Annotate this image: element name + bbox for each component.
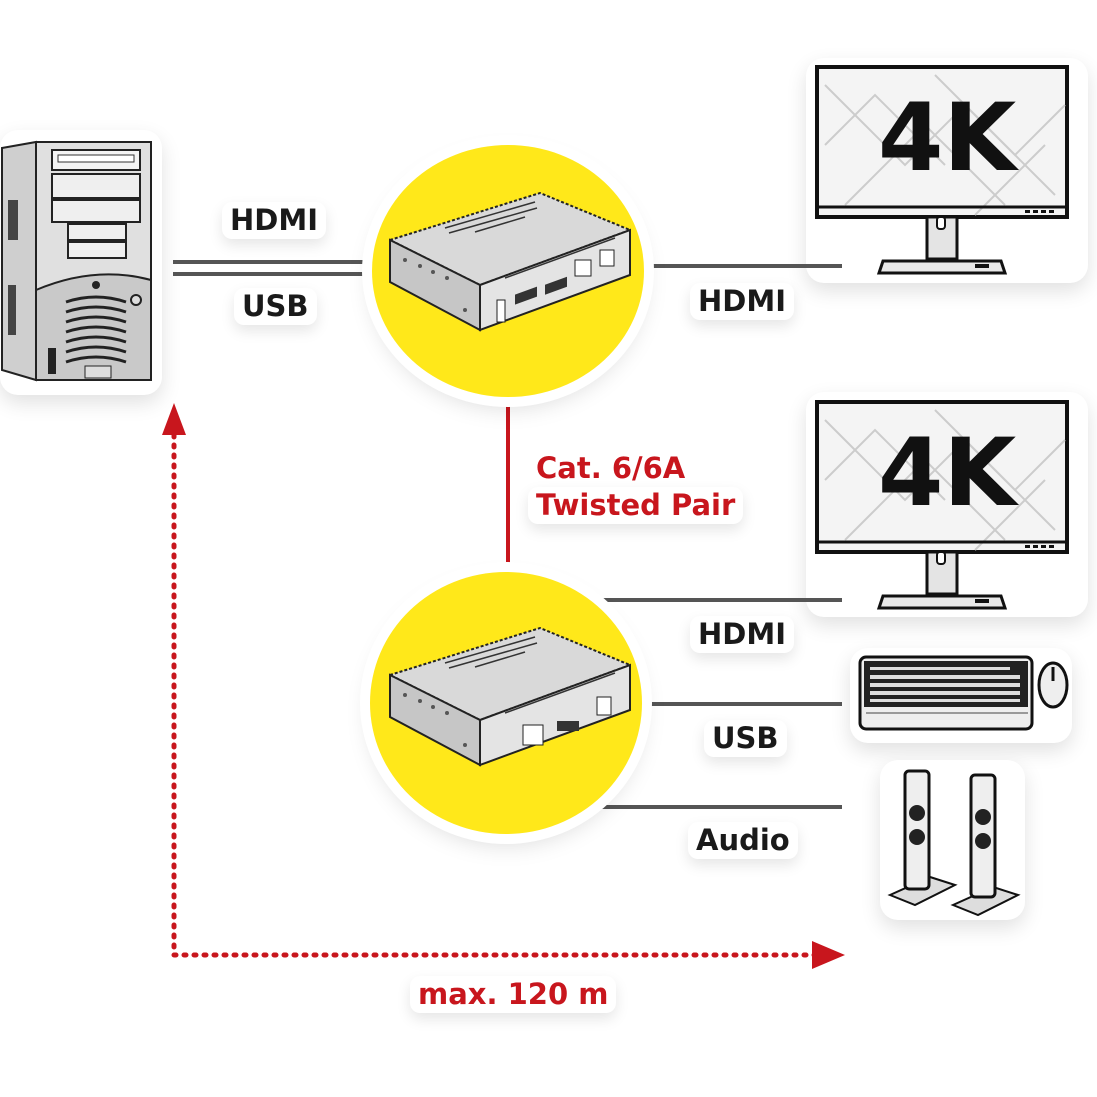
cable-rx-speakers bbox=[592, 805, 842, 809]
monitor-local-screen-text: 4K bbox=[878, 84, 1017, 193]
speakers-icon bbox=[887, 769, 1021, 917]
label-rx-keyboard-usb: USB bbox=[704, 720, 787, 758]
label-pc-usb: USB bbox=[234, 288, 317, 326]
label-max-distance: max. 120 m bbox=[410, 976, 617, 1014]
label-pc-hdmi: HDMI bbox=[222, 202, 326, 240]
label-tx-monitor-hdmi: HDMI bbox=[690, 283, 794, 321]
twisted-pair-link bbox=[506, 390, 510, 580]
cable-pc-tx-usb bbox=[173, 272, 388, 276]
label-link-cable-type: Cat. 6/6A bbox=[528, 451, 694, 486]
cable-tx-local-monitor bbox=[620, 264, 842, 268]
arrow-right-head-icon bbox=[812, 941, 845, 969]
arrow-up-head-icon bbox=[162, 403, 186, 435]
label-rx-monitor-hdmi: HDMI bbox=[690, 616, 794, 654]
label-link-twisted-pair: Twisted Pair bbox=[528, 487, 744, 525]
cable-pc-tx-hdmi bbox=[173, 260, 388, 264]
monitor-icon-local bbox=[815, 65, 1069, 275]
cable-rx-monitor bbox=[580, 598, 842, 602]
pc-tower-icon bbox=[1, 140, 152, 382]
cable-rx-keyboard bbox=[620, 702, 842, 706]
monitor-icon-remote bbox=[815, 400, 1069, 610]
distance-arrow bbox=[162, 403, 845, 969]
monitor-remote-screen-text: 4K bbox=[878, 419, 1017, 528]
extender-transmitter-icon bbox=[387, 191, 633, 332]
extender-receiver-icon bbox=[387, 626, 633, 767]
keyboard-mouse-icon bbox=[858, 655, 1069, 731]
label-rx-speakers-audio: Audio bbox=[688, 822, 798, 860]
